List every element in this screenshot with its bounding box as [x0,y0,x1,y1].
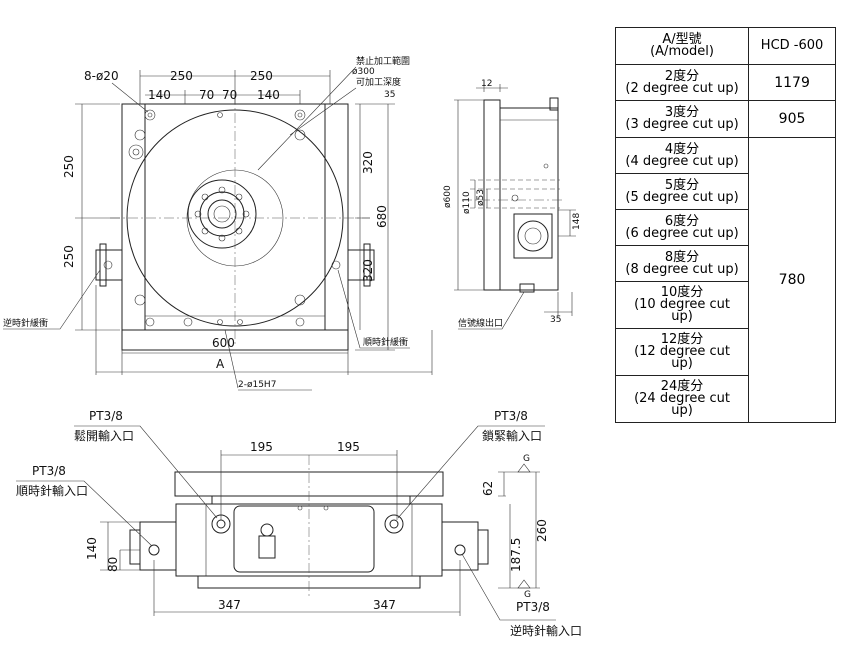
row-label-cn: 2度分 [664,68,700,84]
dim-347-left: 347 [218,598,241,612]
spec-row-2: 2度分(2 degree cut up) 1179 [614,64,836,101]
dim-250-left: 250 [170,69,193,83]
spec-header-row: A/型號(A/model) HCD -600 [614,27,836,65]
row-label-cn: 5度分 [664,177,700,193]
dim-680: 680 [375,205,389,228]
cw-buffer-label: 順時針緩衝 [363,336,408,348]
ccw-buffer-label: 逆時針緩衝 [3,317,48,329]
side-dia-600: ø600 [443,185,453,208]
side-dim-35: 35 [550,315,561,325]
dim-80: 80 [106,557,120,572]
spec-row-4: 4度分(4 degree cut up) 780 [614,137,836,423]
dim-70-right: 70 [222,88,237,102]
spec-row-3: 3度分(3 degree cut up) 905 [614,100,836,138]
row-label-en: (24 degree cut [634,391,730,406]
side-dia-110: ø110 [462,191,472,214]
row-label-en: (5 degree cut up) [625,189,739,205]
header-label-1: A/型號 [662,32,702,47]
dim-187-5: 187.5 [509,538,523,572]
no-machining-zone: 禁止加工範圍 [356,55,410,67]
release-inlet-label: 鬆開輸入口 [74,428,134,443]
top-view: 250 250 140 70 70 140 8-ø20 禁止加工範圍 ø300 … [3,55,433,391]
pt-top-left: PT3/8 [89,409,123,423]
dim-195-right: 195 [337,440,360,454]
row-label-en-2: up) [671,403,693,418]
dim-320-lower: 320 [361,259,375,282]
row-label-en: (10 degree cut [634,297,730,312]
dim-320-upper: 320 [361,151,375,174]
dim-250-right: 250 [250,69,273,83]
signal-outlet-label: 信號線出口 [458,317,503,329]
spec-row-6: 6度分(6 degree cut up) [614,209,836,246]
row-label-en: (2 degree cut up) [625,80,739,96]
dim-140-left: 140 [148,88,171,102]
row-label-en: (12 degree cut [634,344,730,359]
pin-holes-label: 2-ø15H7 [238,380,276,390]
side-view: 12 ø600 ø110 ø53 148 35 信號線出口 [443,79,582,330]
row-label-cn: 4度分 [664,141,700,157]
spec-row-8: 8度分(8 degree cut up) [614,245,836,282]
dim-195-left: 195 [250,440,273,454]
row-label-cn: 12度分 [660,332,704,347]
side-dim-12: 12 [481,79,492,89]
value-2-degree: 1179 [748,64,836,101]
row-label-en: (6 degree cut up) [625,225,739,241]
pt-top-right: PT3/8 [494,409,528,423]
dia-300: ø300 [352,67,375,77]
dim-250-lower: 250 [62,245,76,268]
dim-250-upper: 250 [62,155,76,178]
row-label-en: (8 degree cut up) [625,261,739,277]
row-label-en: (3 degree cut up) [625,117,739,132]
value-3-degree: 905 [748,100,836,138]
dim-600: 600 [212,336,235,350]
dim-140-right: 140 [257,88,280,102]
row-label-cn: 3度分 [664,105,700,120]
row-label-en: (4 degree cut up) [625,153,739,169]
machinable-depth: 可加工深度 [356,76,401,88]
lock-inlet-label: 鎖緊輸入口 [482,428,542,443]
g-top: G [523,454,530,464]
header-label-2: (A/model) [650,44,714,59]
holes-label: 8-ø20 [84,69,119,83]
row-label-en-2: up) [671,356,693,371]
spec-table: A/型號(A/model) HCD -600 2度分(2 degree cut … [614,27,836,423]
side-dia-53: ø53 [476,189,486,206]
header-value: HCD -600 [748,27,836,65]
cw-inlet-label: 順時針輸入口 [16,483,88,498]
row-label-cn: 8度分 [664,249,700,265]
depth-35: 35 [384,90,395,100]
g-bottom: G [524,590,531,600]
pt-bottom-right: PT3/8 [516,600,550,614]
row-label-cn: 6度分 [664,213,700,229]
row-label-en-2: up) [671,309,693,324]
dim-140: 140 [85,537,99,560]
row-label-cn: 24度分 [660,379,704,394]
ccw-inlet-label: 逆時針輸入口 [510,623,582,638]
row-label-cn: 10度分 [660,285,704,300]
dim-A: A [216,357,225,371]
value-other-degrees: 780 [748,137,836,423]
side-dim-148: 148 [572,213,582,230]
dim-347-right: 347 [373,598,396,612]
pt-mid-left: PT3/8 [32,464,66,478]
dim-70-left: 70 [199,88,214,102]
front-view: 195 195 62 187.5 260 140 80 347 347 G G … [16,409,582,638]
dim-260: 260 [535,519,549,542]
dim-62: 62 [481,481,495,496]
